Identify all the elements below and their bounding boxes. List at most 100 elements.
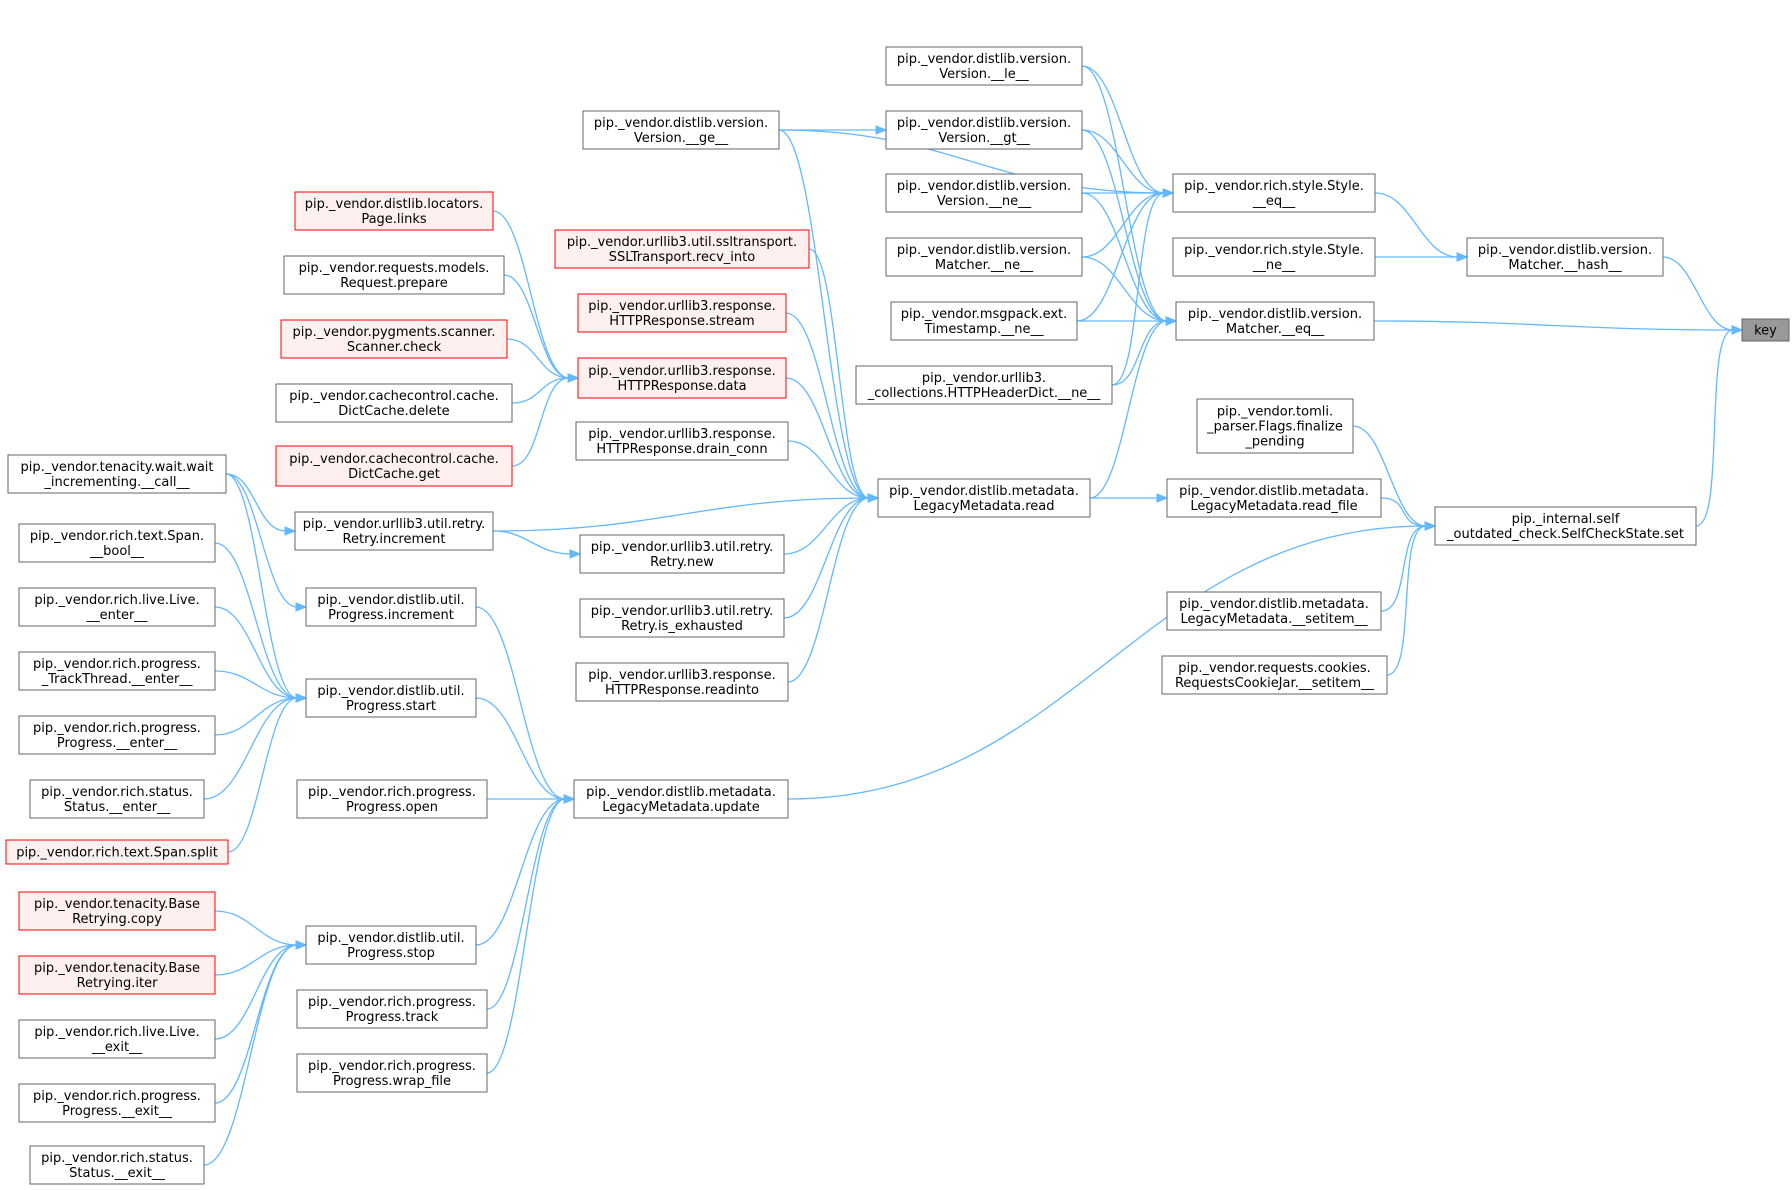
node-label-line: pip._vendor.cachecontrol.cache. [289,452,499,467]
node-scanner-check[interactable]: pip._vendor.pygments.scanner.Scanner.che… [280,319,508,359]
node-dictcache-delete[interactable]: pip._vendor.cachecontrol.cache.DictCache… [275,383,513,423]
node-lm-read-file[interactable]: pip._vendor.distlib.metadata.LegacyMetad… [1166,478,1382,518]
node-label-line: RequestsCookieJar.__setitem__ [1175,676,1375,691]
node-box [573,779,789,819]
node-label-line: pip._vendor.distlib.version. [897,243,1071,258]
arrowhead-version_ge-to-style_eq [1162,188,1175,198]
edge-rich_progress_wrap-to-lm_update [486,798,566,1074]
node-label-line: pip._vendor.cachecontrol.cache. [289,389,499,404]
node-label-line: pip._vendor.distlib.locators. [305,197,484,212]
node-lm-setitem[interactable]: pip._vendor.distlib.metadata.LegacyMetad… [1166,591,1382,631]
node-retry-exhausted[interactable]: pip._vendor.urllib3.util.retry.Retry.is_… [579,598,785,638]
node-progress-exit[interactable]: pip._vendor.rich.progress.Progress.__exi… [18,1083,216,1123]
node-box [294,511,494,551]
node-timestamp-ne[interactable]: pip._vendor.msgpack.ext.Timestamp.__ne__ [890,301,1078,341]
node-label-line: _collections.HTTPHeaderDict.__ne__ [867,386,1101,401]
node-retry-increment[interactable]: pip._vendor.urllib3.util.retry.Retry.inc… [294,511,494,551]
node-label-line: LegacyMetadata.read_file [1190,499,1357,514]
node-span-split[interactable]: pip._vendor.rich.text.Span.split [5,839,229,865]
node-cookiejar-setitem[interactable]: pip._vendor.requests.cookies.RequestsCoo… [1161,655,1388,695]
node-box [1172,173,1376,213]
node-version-ge[interactable]: pip._vendor.distlib.version.Version.__ge… [582,110,780,150]
edge-tenacity_copy-to-progress_stop [214,910,298,946]
node-label-line: pip._vendor.urllib3.util.retry. [303,517,485,532]
edge-locators_links-to-resp_data [492,210,570,379]
node-lm-update[interactable]: pip._vendor.distlib.metadata.LegacyMetad… [573,779,789,819]
node-matcher-eq[interactable]: pip._vendor.distlib.version.Matcher.__eq… [1175,301,1375,341]
node-label-line: pip._vendor.rich.progress. [308,1059,476,1074]
node-locators-links[interactable]: pip._vendor.distlib.locators.Page.links [294,191,494,231]
node-dictcache-get[interactable]: pip._vendor.cachecontrol.cache.DictCache… [275,445,513,487]
node-tenacity-call[interactable]: pip._vendor.tenacity.wait.wait_increment… [7,454,227,494]
node-ssl-recv-into[interactable]: pip._vendor.urllib3.util.ssltransport.SS… [554,229,810,269]
node-progress-start[interactable]: pip._vendor.distlib.util.Progress.start [305,678,477,718]
node-live-exit[interactable]: pip._vendor.rich.live.Live.__exit__ [18,1019,216,1059]
node-label-line: Version.__le__ [939,67,1029,82]
node-label-line: Retrying.iter [77,976,159,991]
node-rich-progress-open[interactable]: pip._vendor.rich.progress.Progress.open [296,779,488,819]
node-resp-drain[interactable]: pip._vendor.urllib3.response.HTTPRespons… [575,421,789,461]
node-headerdict-ne[interactable]: pip._vendor.urllib3._collections.HTTPHea… [855,365,1113,405]
node-resp-data[interactable]: pip._vendor.urllib3.response.HTTPRespons… [577,357,787,399]
node-box [1166,591,1382,631]
node-style-ne[interactable]: pip._vendor.rich.style.Style.__ne__ [1172,237,1376,277]
edge-selfcheck_set-to-key [1695,329,1734,527]
node-box [5,839,229,865]
node-span-bool[interactable]: pip._vendor.rich.text.Span.__bool__ [18,523,216,563]
node-resp-readinto[interactable]: pip._vendor.urllib3.response.HTTPRespons… [575,662,789,702]
edge-lm_setitem-to-selfcheck_set [1380,525,1427,612]
node-label-line: _parser.Flags.finalize [1206,420,1343,435]
node-resp-stream[interactable]: pip._vendor.urllib3.response.HTTPRespons… [577,293,787,333]
node-label-line: pip._vendor.rich.progress. [33,721,201,736]
node-box [885,173,1083,213]
node-label-line: pip._vendor.distlib.version. [897,116,1071,131]
node-label-line: __exit__ [91,1040,143,1055]
edge-cookiejar_setitem-to-selfcheck_set [1386,525,1427,676]
node-selfcheck-set[interactable]: pip._internal.self_outdated_check.SelfCh… [1434,506,1697,546]
node-request-prepare[interactable]: pip._vendor.requests.models.Request.prep… [283,255,505,295]
node-rich-progress-track[interactable]: pip._vendor.rich.progress.Progress.track [296,989,488,1029]
node-label-line: pip._vendor.urllib3.util.ssltransport. [567,235,797,250]
node-label-line: Matcher.__hash__ [1508,258,1622,273]
node-status-enter[interactable]: pip._vendor.rich.status.Status.__enter__ [29,779,205,819]
node-label-line: pip._vendor.distlib.version. [594,116,768,131]
node-lm-read[interactable]: pip._vendor.distlib.metadata.LegacyMetad… [877,478,1091,518]
node-style-eq[interactable]: pip._vendor.rich.style.Style.__eq__ [1172,173,1376,213]
node-box [294,191,494,231]
node-key[interactable]: key [1741,318,1790,342]
node-progress-increment[interactable]: pip._vendor.distlib.util.Progress.increm… [305,587,477,627]
node-box [275,445,513,487]
node-label-line: __bool__ [89,544,144,559]
node-version-ne[interactable]: pip._vendor.distlib.version.Version.__ne… [885,173,1083,213]
edge-retry_exhausted-to-lm_read [783,497,870,619]
node-trackthread-enter[interactable]: pip._vendor.rich.progress._TrackThread._… [18,651,216,691]
node-version-le[interactable]: pip._vendor.distlib.version.Version.__le… [885,46,1083,86]
node-label-line: SSLTransport.recv_into [609,250,755,265]
node-status-exit[interactable]: pip._vendor.rich.status.Status.__exit__ [29,1145,205,1185]
arrowhead-tenacity_call-to-retry_increment [284,526,297,536]
arrowhead-tenacity_call-to-progress_increment [295,602,308,612]
node-rich-progress-wrap[interactable]: pip._vendor.rich.progress.Progress.wrap_… [296,1053,488,1093]
node-tomli-finalize[interactable]: pip._vendor.tomli._parser.Flags.finalize… [1196,398,1354,454]
node-version-gt[interactable]: pip._vendor.distlib.version.Version.__gt… [885,110,1083,150]
node-box [305,587,477,627]
node-box [885,46,1083,86]
arrowhead-lm_read-to-matcher_eq [1165,316,1178,326]
node-matcher-hash[interactable]: pip._vendor.distlib.version.Matcher.__ha… [1466,237,1664,277]
edge-retry_increment-to-retry_new [492,530,572,555]
node-label-line: __eq__ [1252,194,1296,209]
node-progress-enter[interactable]: pip._vendor.rich.progress.Progress.__ent… [18,715,216,755]
node-matcher-ne[interactable]: pip._vendor.distlib.version.Matcher.__ne… [885,237,1083,277]
edge-resp_stream-to-lm_read [785,312,870,499]
node-box [18,651,216,691]
node-label-line: pip._vendor.distlib.version. [897,179,1071,194]
node-progress-stop[interactable]: pip._vendor.distlib.util.Progress.stop [305,925,477,965]
node-box [885,110,1083,150]
edge-tenacity_call-to-retry_increment [225,473,287,532]
node-retry-new[interactable]: pip._vendor.urllib3.util.retry.Retry.new [579,534,785,574]
arrowhead-version_ge-to-version_gt [875,125,888,135]
node-live-enter[interactable]: pip._vendor.rich.live.Live.__enter__ [18,587,216,627]
edge-style_eq-to-matcher_hash [1374,192,1459,258]
